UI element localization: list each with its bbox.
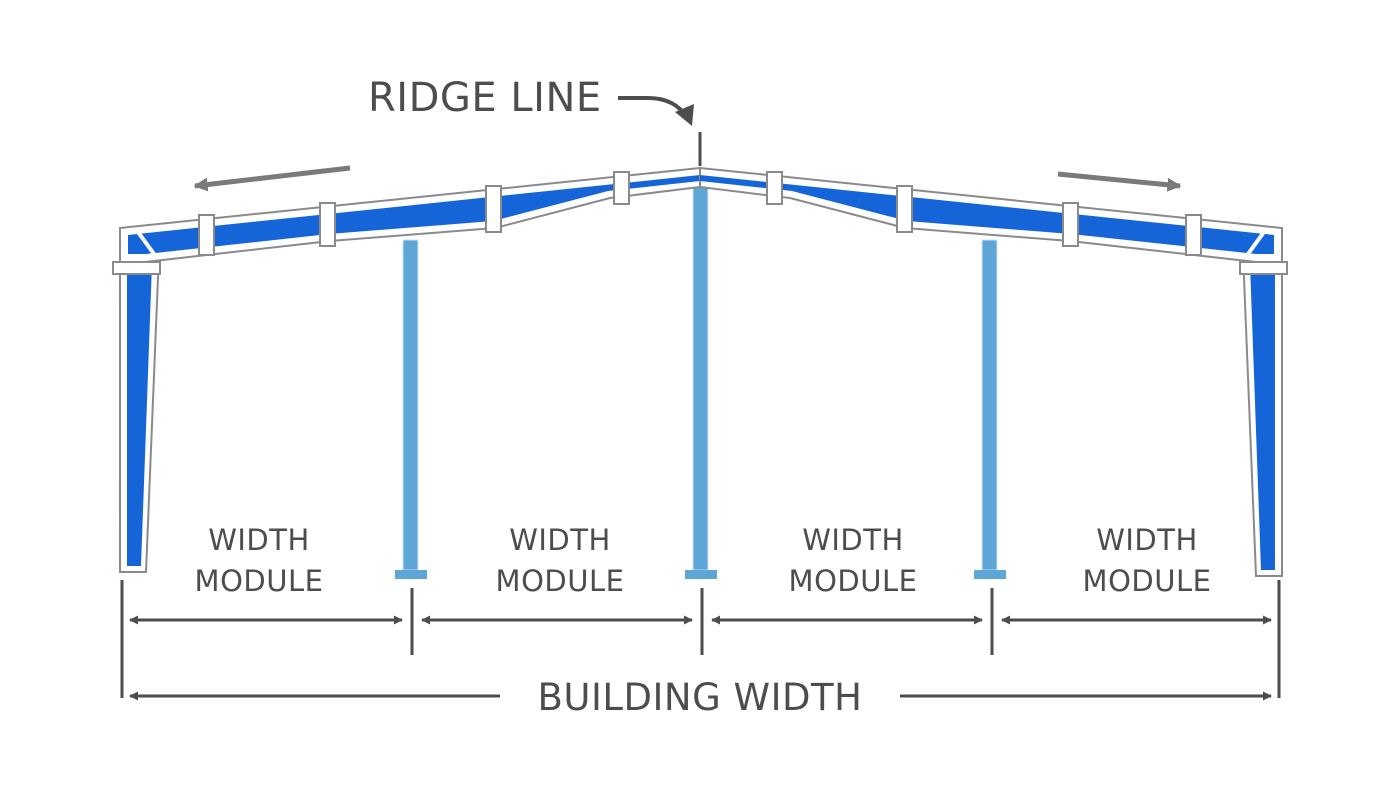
width-module-line1: WIDTH [509, 523, 611, 557]
width-module-line2: MODULE [788, 564, 918, 598]
width-module-line1: WIDTH [1096, 523, 1198, 557]
interior-column-right [981, 239, 998, 571]
interior-column-left [402, 239, 419, 571]
column-base-plate [974, 570, 1006, 579]
interior-columns [395, 184, 1006, 579]
width-module-label-2: WIDTH MODULE [460, 520, 660, 602]
right-knee-stiffener [1246, 230, 1266, 256]
right-slope-arrow [1057, 171, 1182, 192]
column-base-plate [685, 570, 717, 579]
dimension-extension-lines [120, 580, 1281, 698]
left-column-web [127, 236, 153, 566]
ridge-pointer-arrow [618, 96, 689, 120]
width-module-line2: MODULE [495, 564, 625, 598]
column-base-plate [395, 570, 427, 579]
right-rafter-web [700, 175, 1274, 254]
left-slope-arrow [193, 165, 351, 192]
left-rafter-web [128, 175, 700, 254]
interior-column-center [692, 184, 709, 571]
width-module-label-4: WIDTH MODULE [1047, 520, 1247, 602]
width-module-line2: MODULE [194, 564, 324, 598]
left-knee-stiffener [136, 230, 156, 256]
ridge-line-label: RIDGE LINE [368, 75, 602, 121]
right-column-web [1249, 236, 1275, 570]
width-module-label-3: WIDTH MODULE [753, 520, 953, 602]
building-width-label: BUILDING WIDTH [500, 674, 900, 722]
width-module-line1: WIDTH [208, 523, 310, 557]
ridge-pointer-head [675, 104, 694, 126]
width-module-line1: WIDTH [802, 523, 904, 557]
width-module-label-1: WIDTH MODULE [159, 520, 359, 602]
splice-plates [112, 171, 1288, 275]
width-module-line2: MODULE [1082, 564, 1212, 598]
